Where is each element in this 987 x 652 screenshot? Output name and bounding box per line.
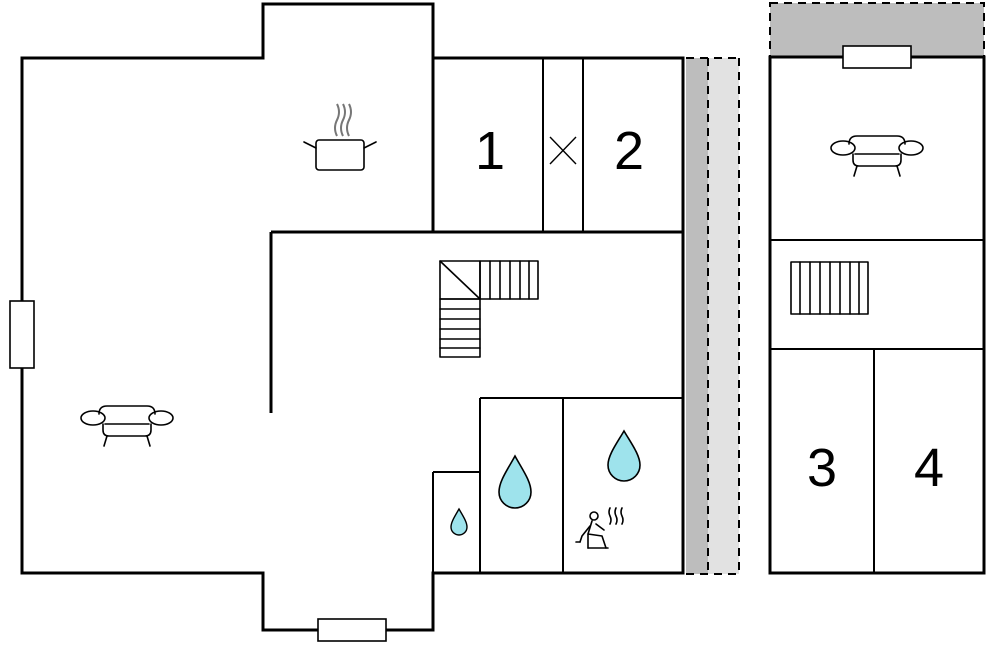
sofa-icon <box>80 405 174 447</box>
door-cross-icon <box>549 136 577 165</box>
window-icon <box>9 300 35 369</box>
stairs-icon <box>790 261 869 315</box>
balcony-strip <box>686 57 740 575</box>
upper-floor-outline <box>768 55 986 575</box>
window-icon <box>317 618 387 642</box>
upper-floor: 3 4 <box>768 2 986 575</box>
cooking-pot-icon <box>303 103 377 171</box>
balcony-light <box>708 58 739 574</box>
sofa-icon <box>830 135 924 177</box>
main-floor: 1 2 <box>9 2 685 642</box>
balcony-dark <box>686 58 708 574</box>
shower-drop-icon <box>498 454 532 509</box>
shower-drop-icon <box>607 429 641 482</box>
room-label-1: 1 <box>475 121 505 181</box>
window-icon <box>842 45 912 69</box>
room-label-3: 3 <box>807 438 837 498</box>
main-floor-outline <box>20 2 685 632</box>
room-label-4: 4 <box>914 438 944 498</box>
stairs-icon <box>439 260 539 358</box>
sauna-icon <box>575 507 624 549</box>
shower-drop-icon <box>450 507 468 536</box>
room-label-2: 2 <box>614 121 644 181</box>
